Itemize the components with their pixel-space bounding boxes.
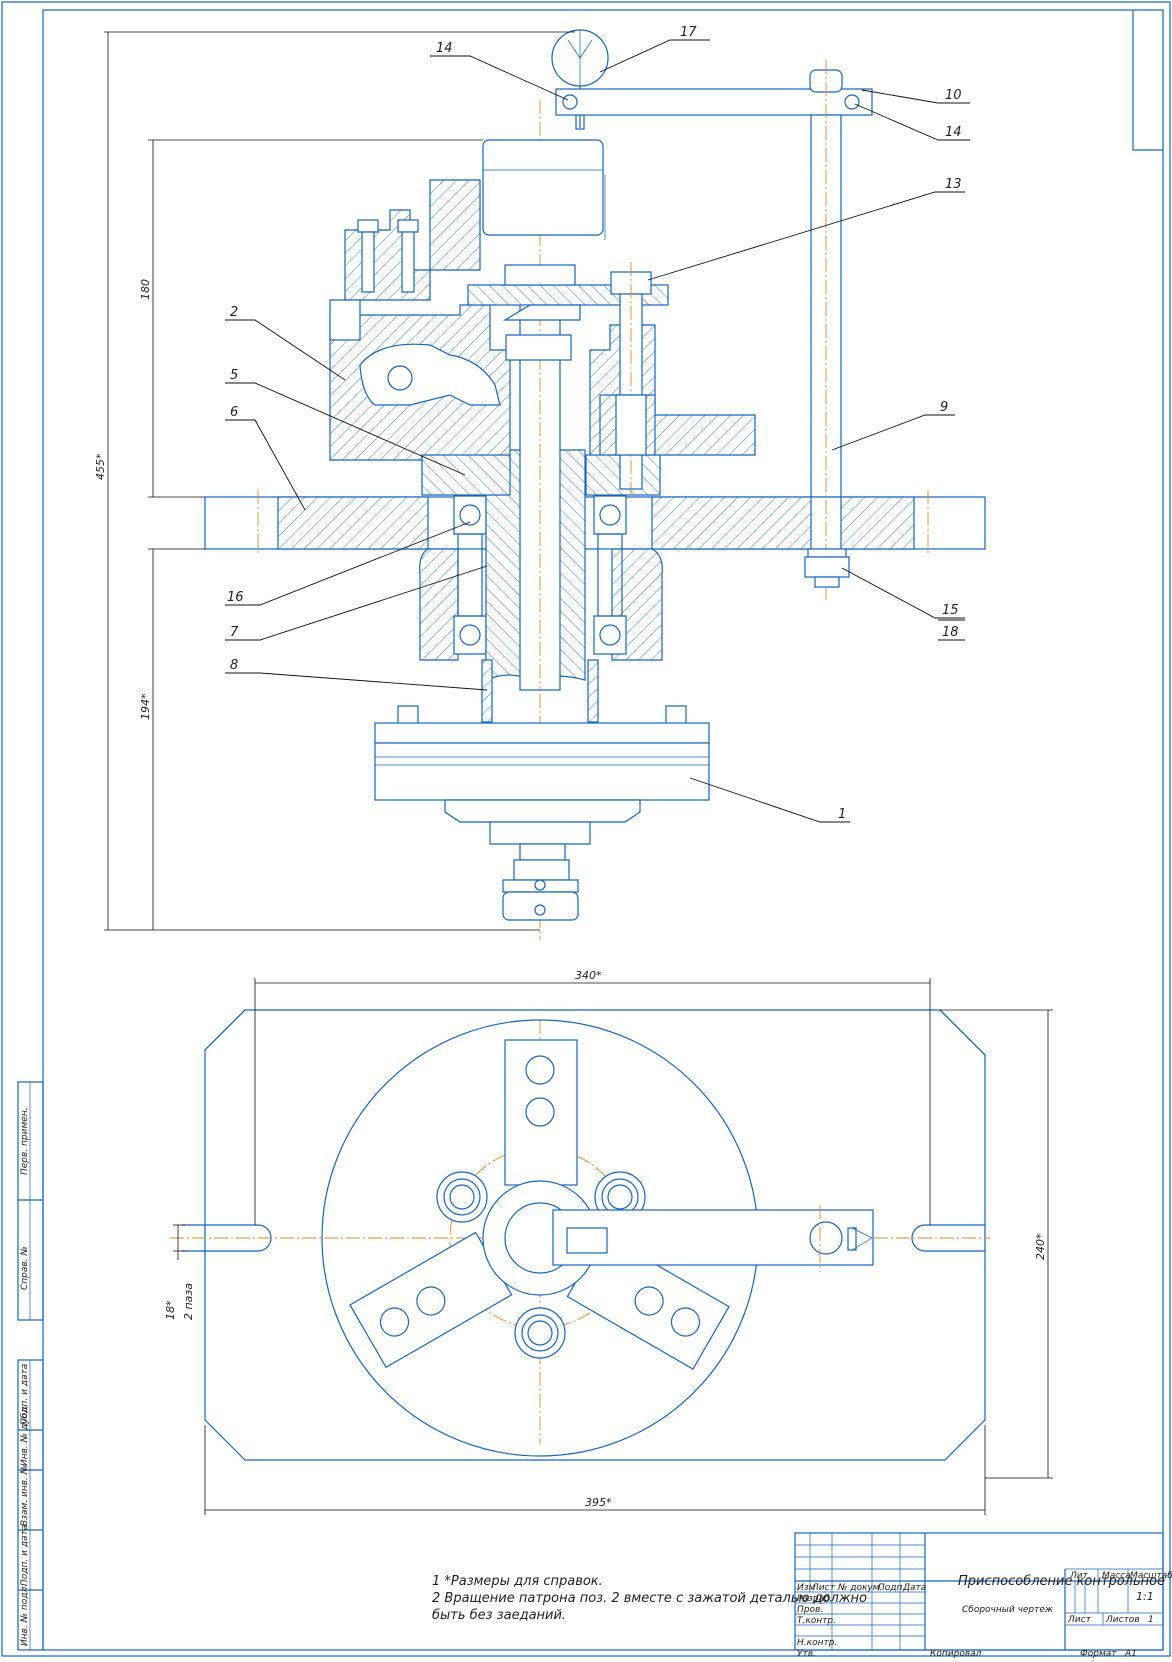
pos-16: 16 (227, 590, 244, 605)
bearing-upper-right (593, 495, 627, 535)
drawing-title-line: Приспособление контрольное (958, 1574, 1165, 1589)
pos-18: 18 (942, 625, 959, 640)
pos-5: 5 (230, 368, 238, 383)
col-ndokum: № докум. (837, 1583, 882, 1593)
pos-10: 10 (945, 88, 962, 103)
note-line-2: 2 Вращение патрона поз. 2 вместе с зажат… (432, 1591, 867, 1606)
technical-notes: 1 *Размеры для справок. 2 Вращение патро… (432, 1574, 867, 1623)
pos-6: 6 (230, 405, 238, 420)
scale-value: 1:1 (1136, 1590, 1154, 1603)
indicator-arm (555, 88, 873, 116)
col-podp: Подп. (878, 1583, 905, 1593)
kopiroval-label: Копировал (930, 1649, 982, 1658)
plan-dimensions: 340* 395* 240* 18* 2 паза (164, 969, 1053, 1515)
pos-9: 9 (940, 400, 948, 415)
dim-lower-height: 194* (139, 693, 152, 720)
pos-13: 13 (945, 177, 962, 192)
slot-right (911, 1224, 985, 1252)
lit-label: Лит. (1069, 1571, 1091, 1581)
jaw-top (504, 1039, 578, 1186)
dim-overall-height: 455* (94, 453, 107, 480)
col-data: Дата (902, 1583, 926, 1593)
listov-value: 1 (1148, 1615, 1154, 1625)
dim-bottom-width: 395* (585, 1496, 612, 1509)
front-view (204, 29, 986, 940)
top-right-stamp (1132, 10, 1163, 151)
pos-2: 2 (230, 305, 238, 320)
format-label: Формат (1080, 1649, 1117, 1658)
bearing-lower-right (593, 615, 627, 655)
side-vzam-inv: Взам. инв. № (20, 1465, 30, 1526)
clamp-lever (359, 343, 501, 406)
position-leaders: 14 17 10 14 13 9 2 5 6 16 7 8 1 15 18 (225, 25, 970, 823)
row-nkontr: Н.контр. (797, 1638, 837, 1648)
bearing-upper-left (453, 495, 487, 535)
pos-14a: 14 (436, 41, 453, 56)
row-prov: Пров. (797, 1605, 823, 1615)
dim-top-width: 340* (575, 969, 602, 982)
plan-view (170, 1009, 990, 1461)
dim-upper-height: 180 (139, 279, 152, 300)
dim-plan-height: 240* (1034, 1233, 1047, 1260)
workpiece (482, 139, 604, 236)
pos-1: 1 (838, 807, 846, 822)
listov-label: Листов (1105, 1615, 1140, 1625)
side-sprav-no: Справ. № (20, 1246, 30, 1290)
nut-15 (807, 548, 847, 558)
lower-chuck (374, 722, 710, 744)
col-izm: Изм (797, 1583, 816, 1593)
title-block: Изм Лист № докум. Подп. Дата Разраб. Про… (794, 1532, 1172, 1659)
row-tkontr: Т.контр. (797, 1616, 836, 1626)
dim-slot-note: 2 паза (182, 1283, 195, 1320)
side-podp-data-1: Подп. и дата (20, 1364, 30, 1425)
list-label: Лист (1067, 1615, 1092, 1625)
pos-14b: 14 (945, 125, 962, 140)
side-perv-primen: Перв. примен. (20, 1107, 30, 1175)
pos-15: 15 (942, 603, 959, 618)
dim-slot-size: 18* (164, 1300, 177, 1320)
pos-7: 7 (230, 625, 239, 640)
col-list: Лист (811, 1583, 836, 1593)
pos-8: 8 (230, 658, 238, 673)
side-stamp: Перв. примен. Справ. № Подп. и дата Инв.… (17, 1081, 44, 1651)
format-value: А1 (1124, 1649, 1137, 1658)
row-razrab: Разраб. (797, 1594, 832, 1604)
note-line-1: 1 *Размеры для справок. (432, 1574, 603, 1589)
side-podp-data-2: Подп. и дата (20, 1525, 30, 1586)
side-inv-podl: Инв. № подл. (20, 1584, 30, 1646)
massa-label: Масса (1102, 1571, 1131, 1581)
inner-frame (42, 9, 1164, 1651)
flange-5 (421, 454, 511, 496)
bearing-lower-left (453, 615, 487, 655)
pos-17: 17 (680, 25, 697, 40)
note-line-3: быть без заеданий. (432, 1608, 566, 1623)
side-inv-dubl: Инв. № дубл. (20, 1404, 30, 1466)
row-utv: Утв. (797, 1649, 816, 1658)
masshtab-label: Масштаб (1130, 1571, 1172, 1581)
front-dimensions: 455* 180 194* (94, 31, 575, 931)
drawing-subtitle: Сборочный чертеж (962, 1605, 1054, 1615)
